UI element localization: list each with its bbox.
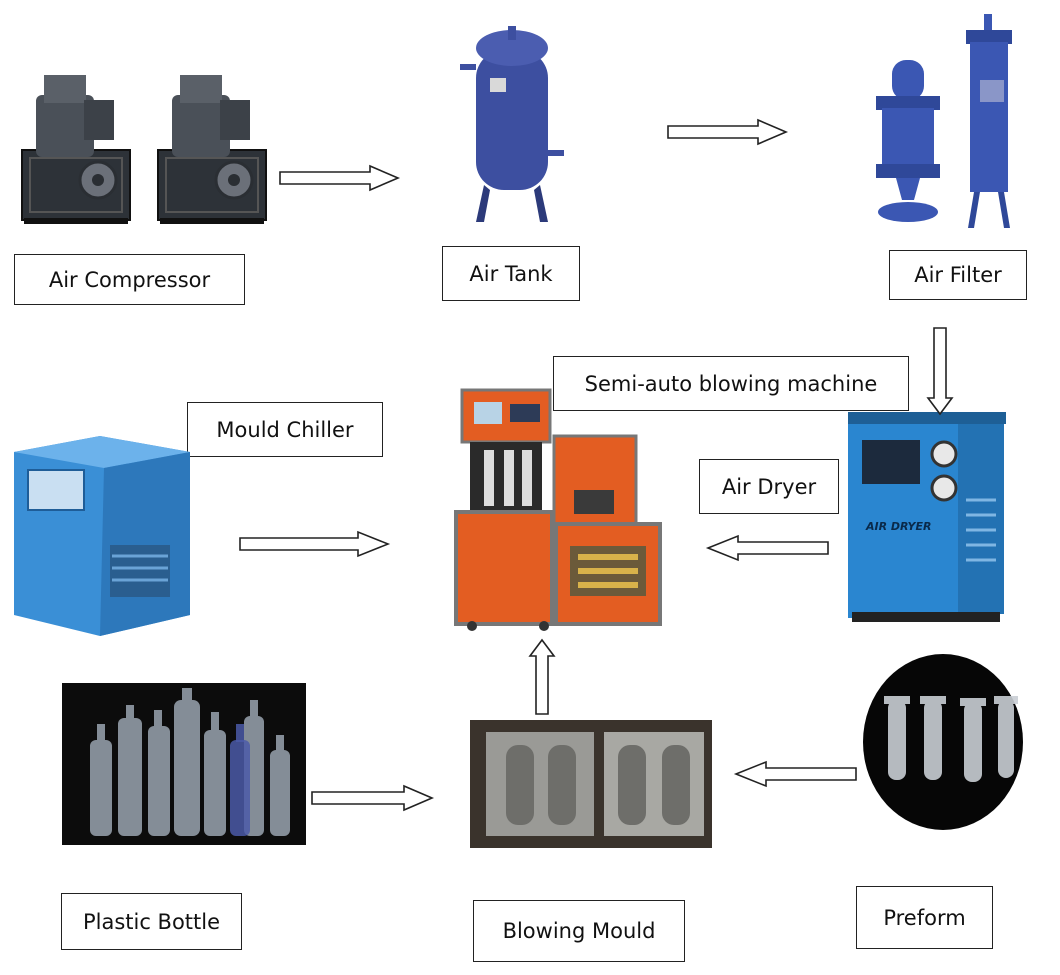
arrow-dryer-to-machine — [705, 534, 829, 562]
label-air-compressor: Air Compressor — [14, 254, 245, 305]
air-compressor-image — [21, 75, 267, 224]
arrow-filter-to-dryer — [926, 327, 954, 416]
arrow-compressor-to-tank — [279, 164, 401, 192]
label-air-tank: Air Tank — [442, 246, 580, 301]
blowing-mould-image — [470, 720, 712, 848]
arrow-mould-to-machine — [528, 638, 556, 715]
arrow-preform-to-mould — [733, 760, 857, 788]
arrow-bottle-to-mould — [311, 784, 435, 812]
air-dryer-panel-text: AIR DRYER — [865, 520, 931, 533]
arrow-chiller-to-machine — [239, 530, 391, 558]
arrow-tank-to-filter — [667, 118, 789, 146]
preform-image — [863, 654, 1023, 830]
air-filter-image — [876, 14, 1012, 228]
label-preform: Preform — [856, 886, 993, 949]
label-semi-auto-blowing-machine: Semi-auto blowing machine — [553, 356, 909, 411]
mould-chiller-image — [14, 436, 190, 636]
label-plastic-bottle: Plastic Bottle — [61, 893, 242, 950]
label-mould-chiller: Mould Chiller — [187, 402, 383, 457]
label-air-dryer: Air Dryer — [699, 459, 839, 514]
label-air-filter: Air Filter — [889, 250, 1027, 300]
semi-auto-blowing-machine-image — [454, 388, 662, 631]
label-blowing-mould: Blowing Mould — [473, 900, 685, 962]
plastic-bottle-image — [62, 683, 306, 845]
flow-arrows — [239, 118, 954, 812]
air-tank-image — [460, 26, 564, 222]
air-dryer-image: AIR DRYER — [848, 412, 1006, 622]
